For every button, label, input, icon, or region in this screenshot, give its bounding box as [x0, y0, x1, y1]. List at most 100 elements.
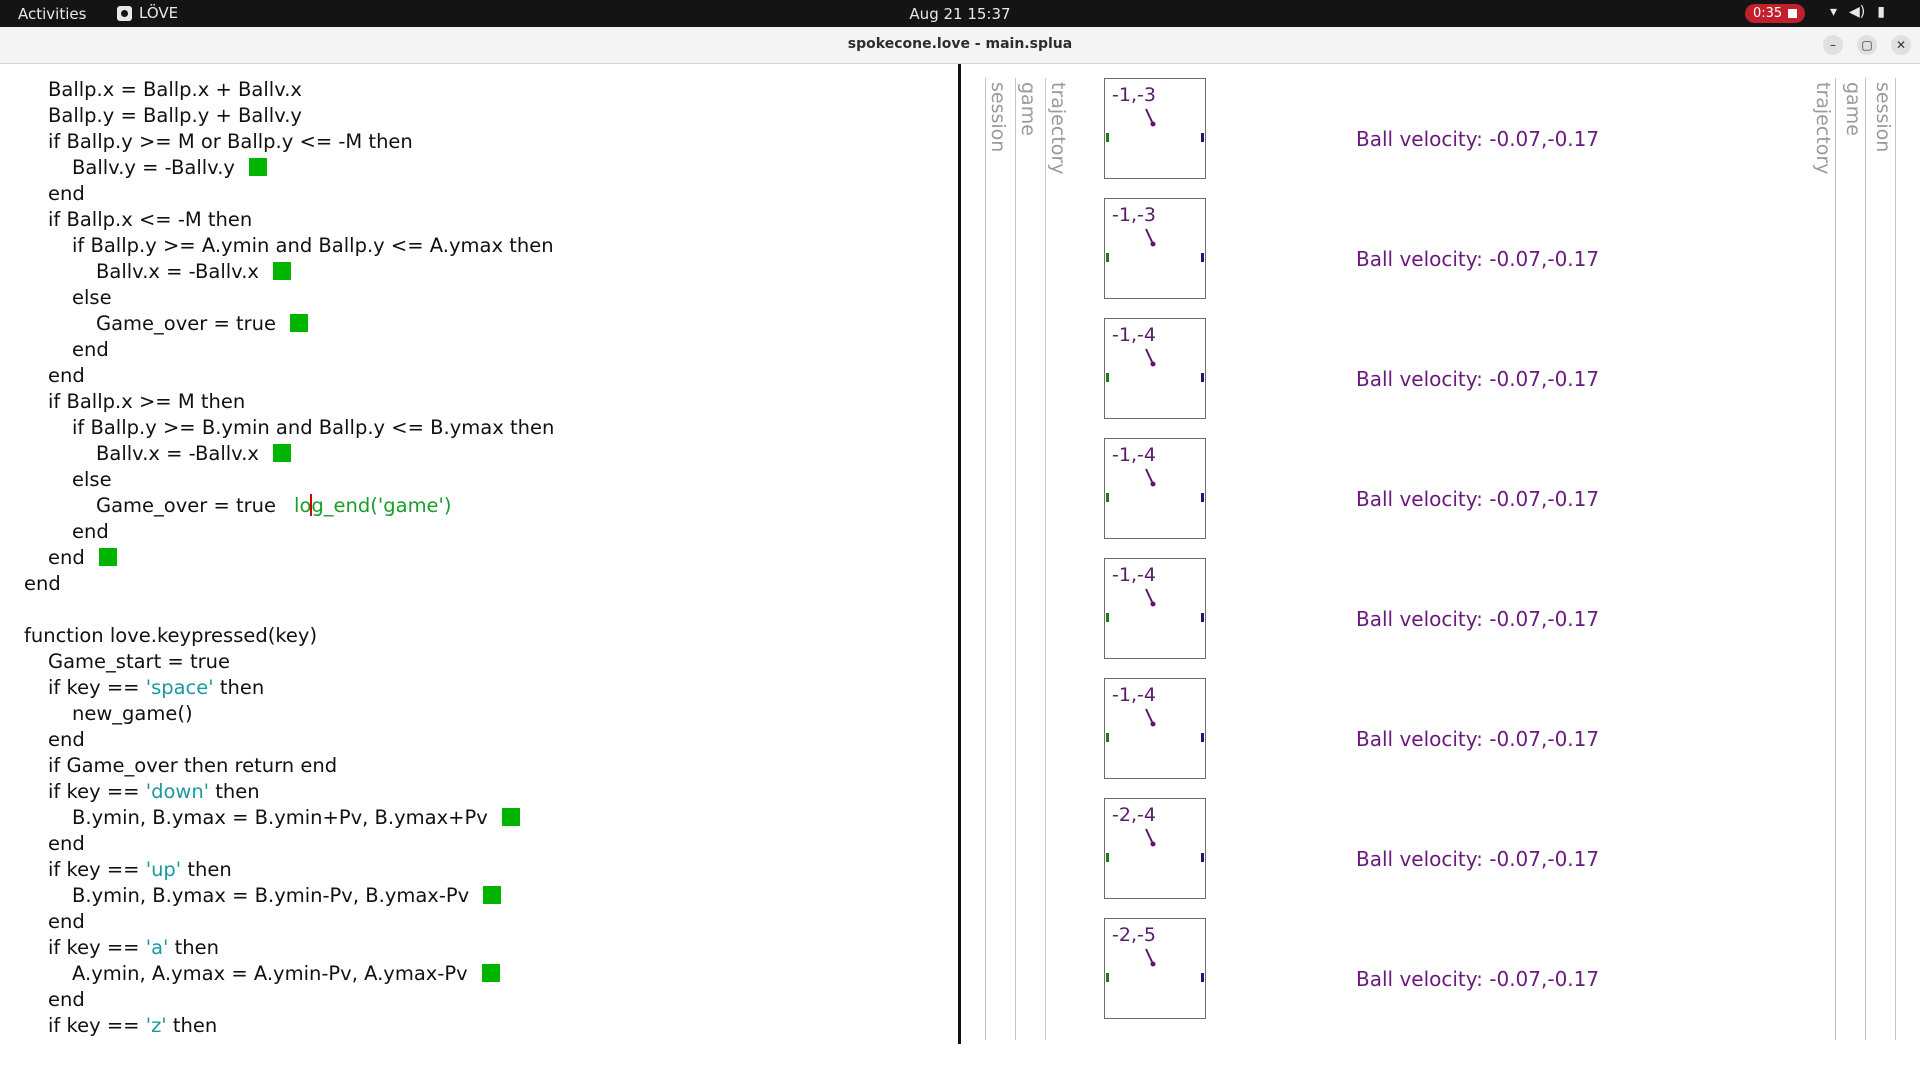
paddle-a	[1106, 613, 1109, 622]
ball-velocity-text: Ball velocity: -0.07,-0.17	[1356, 247, 1600, 271]
code-text: if Ballp.y >= A.ymin and Ballp.y <= A.ym…	[72, 234, 554, 257]
trajectory-line	[1145, 588, 1154, 605]
code-line[interactable]: end	[48, 181, 85, 207]
trajectory-frame[interactable]: -2,-5	[1104, 918, 1206, 1019]
code-line[interactable]: Ballv.x = -Ballv.x	[96, 259, 291, 285]
trajectory-frame[interactable]: -1,-3	[1104, 198, 1206, 299]
paddle-a	[1106, 853, 1109, 862]
trajectory-line	[1145, 708, 1154, 725]
system-tray[interactable]: ▾ ◀) ▮	[1830, 4, 1885, 20]
ball-trajectory-spoke	[1145, 828, 1156, 847]
ball-dot	[1150, 361, 1156, 367]
code-line[interactable]: Ballp.x = Ballp.x + Ballv.x	[48, 77, 302, 103]
code-line[interactable]: Game_over = true	[96, 311, 309, 337]
code-line[interactable]: end	[48, 727, 85, 753]
code-line[interactable]: if key == 'z' then	[48, 1013, 217, 1039]
ball-dot	[1150, 481, 1156, 487]
code-line[interactable]: B.ymin, B.ymax = B.ymin-Pv, B.ymax-Pv	[72, 883, 502, 909]
trajectory-frame[interactable]: -1,-4	[1104, 318, 1206, 419]
tab-session-left[interactable]: session	[987, 82, 1009, 153]
minimize-button[interactable]: –	[1823, 35, 1843, 55]
code-text: new_game()	[72, 702, 193, 725]
code-line[interactable]: if key == 'space' then	[48, 675, 264, 701]
log-marker[interactable]	[483, 886, 502, 904]
tab-separator	[1895, 78, 1896, 1040]
log-marker[interactable]	[272, 262, 291, 280]
code-text: Ballv.x = -Ballv.x	[96, 442, 259, 465]
code-line[interactable]: if key == 'down' then	[48, 779, 260, 805]
trajectory-line	[1145, 348, 1154, 365]
code-line[interactable]: end	[48, 909, 85, 935]
tab-game-right[interactable]: game	[1842, 82, 1864, 136]
code-line[interactable]: new_game()	[72, 701, 193, 727]
pane-divider[interactable]	[958, 64, 961, 1044]
trajectory-frame[interactable]: -1,-4	[1104, 438, 1206, 539]
log-marker[interactable]	[248, 158, 267, 176]
paddle-b	[1201, 853, 1204, 862]
trajectory-frame[interactable]: -1,-4	[1104, 678, 1206, 779]
code-text: Ballv.x = -Ballv.x	[96, 260, 259, 283]
code-line[interactable]: end	[48, 363, 85, 389]
recording-timer[interactable]: 0:35	[1745, 4, 1806, 23]
code-text: end	[72, 338, 109, 361]
ball-velocity-text: Ball velocity: -0.07,-0.17	[1356, 847, 1600, 871]
code-line[interactable]: end	[48, 831, 85, 857]
code-line[interactable]: Game_start = true	[48, 649, 230, 675]
code-line[interactable]: if key == 'up' then	[48, 857, 232, 883]
code-line[interactable]: end	[24, 571, 61, 597]
log-marker[interactable]	[290, 314, 309, 332]
log-call[interactable]: log_end('game')	[294, 494, 452, 517]
trajectory-frame[interactable]: -2,-4	[1104, 798, 1206, 899]
code-line[interactable]: if Ballp.y >= B.ymin and Ballp.y <= B.ym…	[72, 415, 554, 441]
ball-coordinate: -1,-4	[1112, 324, 1156, 346]
close-button[interactable]: ✕	[1891, 35, 1911, 55]
ball-dot	[1150, 961, 1156, 967]
code-line[interactable]: Ballv.y = -Ballv.y	[72, 155, 267, 181]
code-line[interactable]: B.ymin, B.ymax = B.ymin+Pv, B.ymax+Pv	[72, 805, 520, 831]
code-text: B.ymin, B.ymax = B.ymin-Pv, B.ymax-Pv	[72, 884, 470, 907]
code-line[interactable]: if key == 'a' then	[48, 935, 219, 961]
log-marker[interactable]	[481, 964, 500, 982]
code-line[interactable]: if Ballp.y >= M or Ballp.y <= -M then	[48, 129, 413, 155]
code-text: then	[166, 1014, 218, 1037]
code-line[interactable]: end	[72, 337, 109, 363]
clock[interactable]: Aug 21 15:37	[909, 5, 1011, 23]
code-line[interactable]: function love.keypressed(key)	[24, 623, 317, 649]
code-text: end	[48, 910, 85, 933]
log-marker[interactable]	[272, 444, 291, 462]
code-line[interactable]: Ballp.y = Ballp.y + Ballv.y	[48, 103, 302, 129]
code-line[interactable]: end	[48, 545, 117, 571]
app-menu[interactable]: LÖVE	[117, 4, 178, 22]
activities-button[interactable]: Activities	[18, 5, 87, 23]
tab-trajectory-right[interactable]: trajectory	[1812, 82, 1834, 175]
ball-velocity-text: Ball velocity: -0.07,-0.17	[1356, 967, 1600, 991]
code-text: Ballp.y = Ballp.y + Ballv.y	[48, 104, 302, 127]
code-line[interactable]: else	[72, 285, 112, 311]
log-marker[interactable]	[98, 548, 117, 566]
code-line[interactable]: else	[72, 467, 112, 493]
ball-trajectory-spoke	[1145, 348, 1156, 367]
tab-separator	[1015, 78, 1016, 1040]
trajectory-frame[interactable]: -1,-4	[1104, 558, 1206, 659]
code-line[interactable]: end	[72, 519, 109, 545]
ball-trajectory-spoke	[1145, 228, 1156, 247]
code-line[interactable]: end	[48, 987, 85, 1013]
code-line[interactable]: A.ymin, A.ymax = A.ymin-Pv, A.ymax-Pv	[72, 961, 500, 987]
code-line[interactable]: if Ballp.x <= -M then	[48, 207, 252, 233]
tab-game-left[interactable]: game	[1017, 82, 1039, 136]
timer-value: 0:35	[1753, 6, 1783, 21]
tab-session-right[interactable]: session	[1872, 82, 1894, 153]
trajectory-line	[1145, 108, 1154, 125]
code-line[interactable]: if Ballp.y >= A.ymin and Ballp.y <= A.ym…	[72, 233, 554, 259]
code-line[interactable]: if Game_over then return end	[48, 753, 337, 779]
trajectory-frame[interactable]: -1,-3	[1104, 78, 1206, 179]
maximize-button[interactable]: ▢	[1857, 35, 1877, 55]
tab-trajectory-left[interactable]: trajectory	[1047, 82, 1069, 175]
code-text: else	[72, 286, 112, 309]
code-line[interactable]: if Ballp.x >= M then	[48, 389, 245, 415]
log-marker[interactable]	[501, 808, 520, 826]
code-line[interactable]: Ballv.x = -Ballv.x	[96, 441, 291, 467]
paddle-b	[1201, 973, 1204, 982]
